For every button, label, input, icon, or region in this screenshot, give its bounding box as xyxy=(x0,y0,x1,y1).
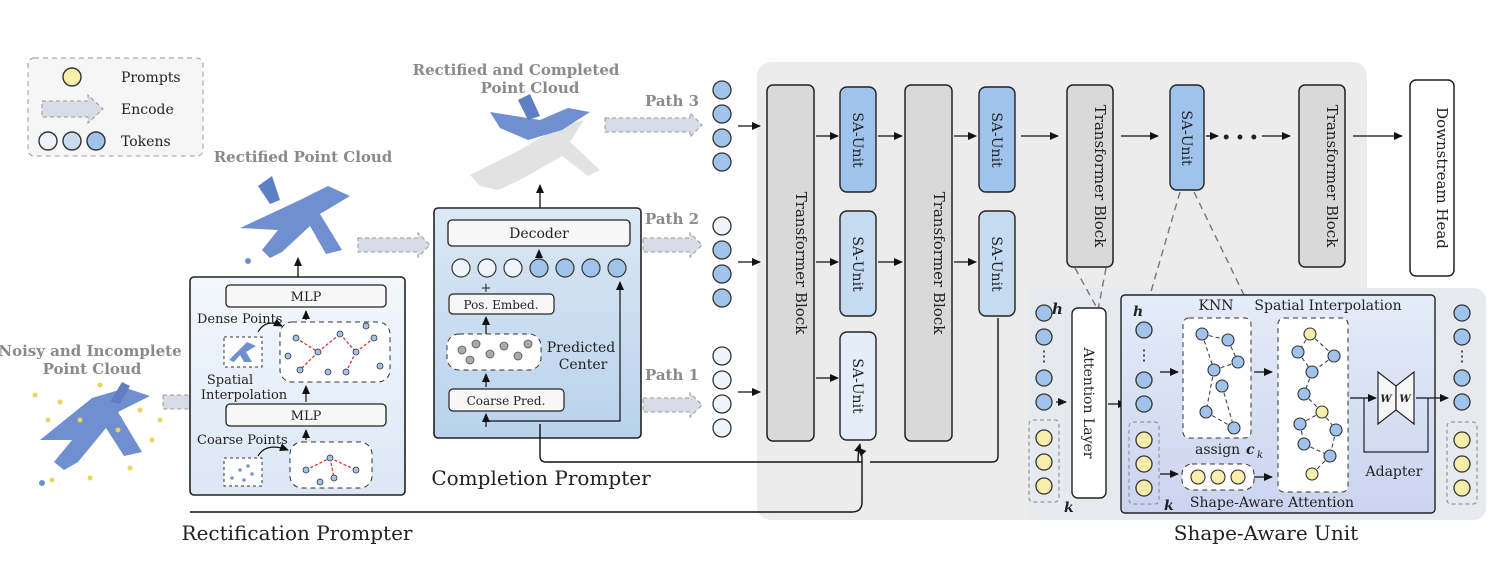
assign-label: assign xyxy=(1195,442,1240,458)
transformer-block-3 xyxy=(1066,84,1114,268)
path1-encode-arrow xyxy=(642,391,703,419)
sa-unit-1a-label: SA-Unit xyxy=(849,112,865,168)
completion-prompter: Decoder + Pos. Embed. Predicted Center C… xyxy=(433,207,642,439)
sa-unit-2b-label: SA-Unit xyxy=(988,236,1004,292)
rect-mlp-top-label: MLP xyxy=(291,290,322,305)
spatial-interp-label: Spatial Interpolation xyxy=(1254,298,1401,314)
dense-points-label: Dense Points xyxy=(197,312,282,327)
input-label-line2: Point Cloud xyxy=(43,360,142,378)
attention-layer-label: Attention Layer xyxy=(1080,347,1096,459)
transformer-block-1 xyxy=(766,84,815,442)
sau-output-dots: ⋮ xyxy=(1455,347,1470,365)
encode-legend-icon xyxy=(41,93,104,125)
rectification-title: Rectification Prompter xyxy=(182,521,413,545)
path2-label: Path 2 xyxy=(645,210,699,228)
rectified-airplane-image xyxy=(240,176,350,264)
transformer-block-2 xyxy=(904,84,953,442)
h-label: h xyxy=(1052,300,1063,318)
adapter-label: Adapter xyxy=(1365,464,1423,480)
transformer-block-4 xyxy=(1298,84,1346,268)
pos-embed-box xyxy=(448,293,555,315)
spatial-interp-box xyxy=(1277,317,1349,493)
k-label: k xyxy=(1064,500,1074,516)
predicted-label: Predicted xyxy=(547,340,616,356)
rectified-label: Rectified Point Cloud xyxy=(214,148,393,166)
dense-points-graph xyxy=(279,321,391,383)
decoder-box xyxy=(447,219,631,247)
sau-input-dots: ⋮ xyxy=(1037,347,1052,365)
coarse-pred-label: Coarse Pred. xyxy=(467,394,546,408)
prompt-legend-icon xyxy=(62,67,82,87)
sau-output-tokens xyxy=(1453,304,1471,411)
sau-title: Shape-Aware Unit xyxy=(1174,521,1358,545)
spatial-label: Spatial xyxy=(207,373,253,388)
path2-encode-arrow xyxy=(642,231,703,259)
sa-unit-2a xyxy=(978,86,1016,193)
rect-mlp-top xyxy=(225,284,387,308)
sa-unit-2a-label: SA-Unit xyxy=(988,112,1004,168)
rect-mlp-bottom-label: MLP xyxy=(291,409,322,424)
path3-encode-arrow xyxy=(604,111,703,139)
coarse-pred-box xyxy=(448,388,565,412)
legend: Prompts Encode Tokens xyxy=(27,57,204,157)
sau-mid-dots: ⋮ xyxy=(1137,346,1152,364)
sau-output-prompts xyxy=(1453,431,1471,497)
plus-sign: + xyxy=(481,281,492,296)
interpolation-label: Interpolation xyxy=(201,388,288,403)
legend-encode-label: Encode xyxy=(121,102,174,118)
sau-input-prompts xyxy=(1035,429,1053,495)
adapter: W W Adapter xyxy=(1363,370,1429,480)
sa-unit-3 xyxy=(1169,84,1205,191)
transformer-block-1-label: Transformer Block xyxy=(792,192,810,336)
sa-unit-1c xyxy=(839,331,877,441)
w1-label: W xyxy=(1380,394,1393,405)
decoder-label: Decoder xyxy=(509,226,569,242)
input-label-line1: Noisy and Incomplete xyxy=(0,342,182,360)
rectification-prompter: MLP Dense Points Spatial Interpolation M… xyxy=(189,276,406,496)
path1-label: Path 1 xyxy=(645,366,699,384)
path2-tokens xyxy=(712,216,732,308)
attention-layer xyxy=(1071,307,1107,499)
token-legend-icon xyxy=(86,131,106,151)
sa-feedback-line xyxy=(870,318,999,463)
completed-airplane-image xyxy=(470,94,600,190)
noisy-airplane-image xyxy=(32,382,163,486)
path3-tokens xyxy=(712,80,732,172)
prompt-feed-line-comp xyxy=(539,424,862,463)
transformer-block-2-label: Transformer Block xyxy=(930,192,948,336)
ck-subscript: k xyxy=(1257,450,1263,461)
path3-label: Path 3 xyxy=(645,92,699,110)
knn-label: KNN xyxy=(1199,298,1234,314)
downstream-head-label: Downstream Head xyxy=(1433,107,1451,249)
transformer-block-3-label: Transformer Block xyxy=(1091,105,1109,249)
ellipsis: • • • xyxy=(1222,130,1259,146)
path1-tokens xyxy=(712,346,732,438)
center-label: Center xyxy=(559,357,608,373)
rectified-encode-arrow xyxy=(357,231,431,259)
pos-embed-label: Pos. Embed. xyxy=(463,298,538,312)
shape-aware-attention-label: Shape-Aware Attention xyxy=(1190,495,1354,511)
sa-unit-1b xyxy=(839,210,877,317)
knn-box xyxy=(1182,317,1252,439)
sau-input-tokens xyxy=(1035,304,1053,411)
sa-unit-3-label: SA-Unit xyxy=(1178,110,1194,166)
k-tilde-label: k xyxy=(1164,498,1174,514)
coarse-points-label: Coarse Points xyxy=(197,433,288,448)
legend-tokens-label: Tokens xyxy=(121,134,171,150)
h-tilde-label: h xyxy=(1133,304,1143,320)
legend-prompts-label: Prompts xyxy=(121,70,181,86)
completed-label-line1: Rectified and Completed xyxy=(413,61,620,79)
sa-unit-1c-label: SA-Unit xyxy=(849,358,865,414)
sa-unit-2b xyxy=(978,210,1016,317)
ck-label: c xyxy=(1246,442,1255,458)
downstream-head xyxy=(1409,79,1455,277)
completion-title: Completion Prompter xyxy=(431,466,651,490)
completed-label-line2: Point Cloud xyxy=(481,79,580,97)
sa-unit-1b-label: SA-Unit xyxy=(849,236,865,292)
w2-label: W xyxy=(1399,394,1412,405)
sa-unit-1a xyxy=(839,86,877,193)
rect-mlp-bottom xyxy=(225,403,387,427)
transformer-block-4-label: Transformer Block xyxy=(1323,105,1341,249)
